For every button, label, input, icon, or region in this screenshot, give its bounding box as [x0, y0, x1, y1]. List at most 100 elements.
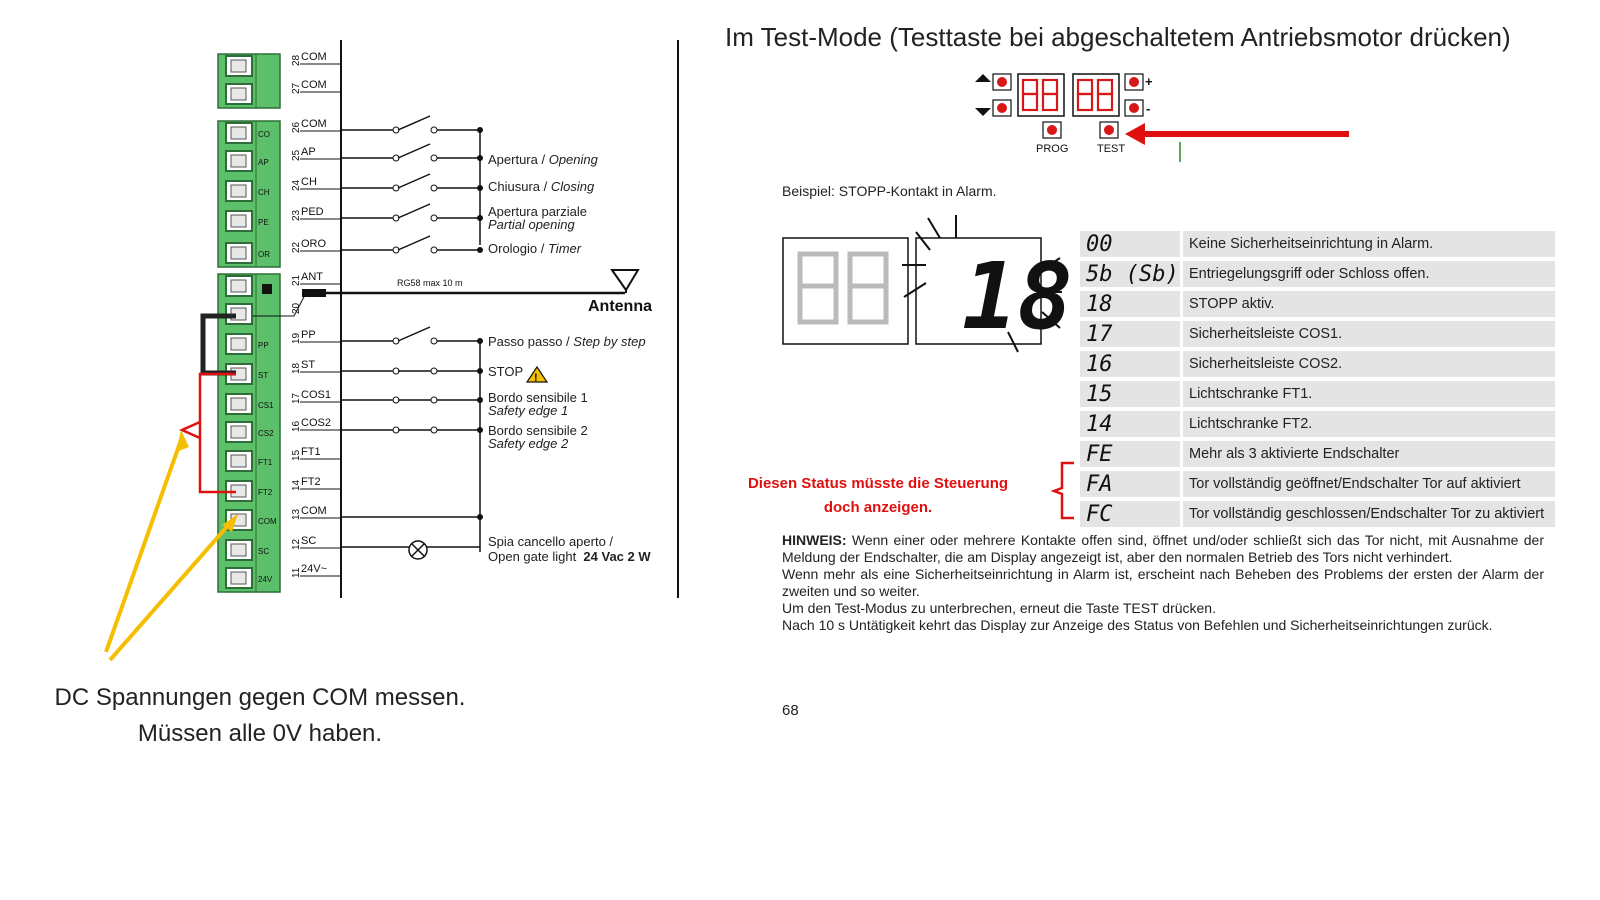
- terminal-number-19: 19: [291, 332, 302, 344]
- terminal-22: OR: [225, 242, 270, 264]
- warning-icon: [525, 365, 549, 383]
- terminal-28: [225, 55, 253, 77]
- status-code: FA: [1080, 471, 1183, 497]
- terminal-number-25: 25: [291, 149, 302, 161]
- status-code: 17: [1080, 321, 1183, 347]
- terminal-name-11: 24V~: [301, 563, 327, 575]
- status-code: 15: [1080, 381, 1183, 407]
- label-chiusura: Chiusura / Closing: [488, 179, 595, 194]
- terminal-name-18: ST: [301, 359, 315, 371]
- terminal-code-12: SC: [258, 547, 269, 556]
- up-arrow-icon: [975, 74, 991, 82]
- label-stop: STOP: [488, 364, 524, 379]
- display-digits: [1021, 78, 1114, 112]
- terminal-21: [225, 275, 253, 297]
- terminal-name-22: ORO: [301, 238, 327, 250]
- status-desc: Lichtschranke FT2.: [1183, 411, 1555, 437]
- red-arrow-head: [1125, 123, 1145, 145]
- terminal-name-26: COM: [301, 118, 327, 130]
- terminal-15: FT1: [225, 450, 273, 472]
- terminal-code-25: AP: [258, 158, 269, 167]
- up-button-led: [997, 77, 1007, 87]
- status-code: FE: [1080, 441, 1183, 467]
- antenna-icon: [610, 269, 640, 293]
- label-spia: Spia cancello aperto /Open gate light 24…: [488, 534, 651, 564]
- terminal-12: SC: [225, 539, 269, 561]
- status-code: 5b (Sb): [1080, 261, 1183, 287]
- terminal-number-11: 11: [291, 567, 302, 578]
- terminal-name-12: SC: [301, 535, 316, 547]
- hinweis-p4: Nach 10 s Untätigkeit kehrt das Display …: [782, 617, 1493, 633]
- display-example-value: 18: [962, 243, 1073, 350]
- label-orologio: Orologio / Timer: [488, 241, 582, 256]
- label-apertura: Apertura / Opening: [488, 152, 598, 167]
- rg58-label: RG58 max 10 m: [397, 278, 463, 288]
- status-code: FC: [1080, 501, 1183, 527]
- keypad-panel: + - PROG TEST: [975, 73, 1349, 162]
- hinweis-p3: Um den Test-Modus zu unterbrechen, erneu…: [782, 600, 1216, 616]
- terminal-27: [225, 83, 253, 105]
- status-desc: Tor vollständig geschlossen/Endschalter …: [1183, 501, 1555, 527]
- terminal-24: CH: [225, 180, 270, 202]
- status-code: 00: [1080, 231, 1183, 257]
- plus-label: +: [1145, 74, 1153, 89]
- terminal-code-18: ST: [258, 371, 268, 380]
- prog-button-led: [1047, 125, 1057, 135]
- status-note: Diesen Status müsste die Steuerung doch …: [722, 472, 1034, 520]
- status-desc: Sicherheitsleiste COS2.: [1183, 351, 1555, 377]
- antenna-ground-lug: [262, 284, 272, 294]
- terminal-name-28: COM: [301, 51, 327, 63]
- terminal-number-27: 27: [291, 82, 302, 94]
- terminal-name-24: CH: [301, 176, 317, 188]
- terminal-code-22: OR: [258, 250, 270, 259]
- terminal-code-16: CS2: [258, 429, 274, 438]
- status-desc: Entriegelungsgriff oder Schloss offen.: [1183, 261, 1555, 287]
- minus-label: -: [1146, 101, 1150, 116]
- terminal-25: AP: [225, 150, 269, 172]
- dimmed-digits: [797, 251, 889, 325]
- down-arrow-icon: [975, 108, 991, 116]
- status-desc: Mehr als 3 aktivierte Endschalter: [1183, 441, 1555, 467]
- terminal-name-23: PED: [301, 206, 324, 218]
- terminal-number-24: 24: [291, 179, 302, 191]
- terminal-number-20: 20: [291, 302, 302, 314]
- terminal-name-19: PP: [301, 329, 316, 341]
- terminal-number-22: 22: [291, 241, 302, 253]
- hinweis-block: HINWEIS: Wenn einer oder mehrere Kontakt…: [782, 532, 1544, 634]
- yellow-arrow-1: [104, 439, 183, 653]
- hinweis-p2: Wenn mehr als eine Sicherheitseinrichtun…: [782, 566, 1544, 599]
- page-title: Im Test-Mode (Testtaste bei abgeschaltet…: [725, 22, 1511, 52]
- yellow-arrow-2: [108, 519, 234, 662]
- terminal-23: PE: [225, 210, 269, 232]
- terminal-number-26: 26: [291, 121, 302, 133]
- status-note-line2: doch anzeigen.: [823, 499, 933, 516]
- dc-note-line2: Müssen alle 0V haben.: [137, 720, 383, 747]
- terminal-number-12: 12: [291, 538, 302, 550]
- minus-button-led: [1129, 103, 1139, 113]
- terminal-name-16: COS2: [301, 417, 331, 429]
- prog-label: PROG: [1036, 143, 1068, 155]
- status-note-line1: Diesen Status müsste die Steuerung: [747, 475, 1009, 492]
- svg-text:!: !: [534, 372, 538, 384]
- red-bracket-point: [178, 420, 201, 440]
- terminal-code-19: PP: [258, 341, 269, 350]
- terminal-name-14: FT2: [301, 476, 321, 488]
- status-code: 14: [1080, 411, 1183, 437]
- test-button-led: [1104, 125, 1114, 135]
- terminal-number-15: 15: [291, 449, 302, 461]
- terminal-code-11: 24V: [258, 575, 273, 584]
- terminal-number-28: 28: [291, 54, 302, 66]
- antenna-label: Antenna: [588, 298, 652, 315]
